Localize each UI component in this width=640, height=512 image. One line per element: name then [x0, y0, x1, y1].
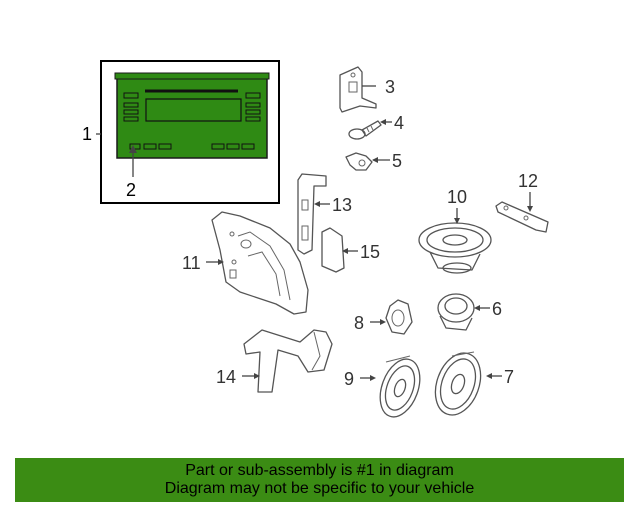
speaker-part-10: 10 — [418, 187, 492, 274]
pad-part-15: 15 — [321, 227, 380, 273]
tweeter-part-8: 8 — [354, 299, 413, 335]
callout-2: 2 — [126, 180, 136, 200]
callout-9: 9 — [344, 369, 354, 389]
bracket-part-12: 12 — [495, 171, 549, 233]
radio-head-unit-group: 1 2 — [82, 60, 280, 204]
callout-1: 1 — [82, 124, 92, 144]
info-banner: Part or sub-assembly is #1 in diagram Di… — [15, 458, 624, 502]
callout-7: 7 — [504, 367, 514, 387]
callout-3: 3 — [385, 77, 395, 97]
duct-part-14: 14 — [216, 329, 333, 393]
speaker-part-7: 7 — [434, 351, 514, 416]
callout-14: 14 — [216, 367, 236, 387]
callout-6: 6 — [492, 299, 502, 319]
callout-10: 10 — [447, 187, 467, 207]
bracket-part-3: 3 — [339, 66, 395, 113]
clip-part-5: 5 — [345, 151, 402, 171]
callout-13: 13 — [332, 195, 352, 215]
banner-line-2: Diagram may not be specific to your vehi… — [164, 480, 475, 497]
callout-15: 15 — [360, 242, 380, 262]
speaker-part-9: 9 — [344, 355, 421, 418]
callout-4: 4 — [394, 113, 404, 133]
banner-line-1: Part or sub-assembly is #1 in diagram — [185, 462, 454, 479]
radio-head-unit[interactable] — [114, 72, 270, 159]
bracket-part-13: 13 — [297, 173, 352, 255]
speaker-part-6: 6 — [437, 293, 502, 331]
callout-5: 5 — [392, 151, 402, 171]
screw-part-4: 4 — [348, 113, 404, 140]
callout-8: 8 — [354, 313, 364, 333]
callout-12: 12 — [518, 171, 538, 191]
callout-11: 11 — [182, 253, 201, 273]
enclosure-part-11: 11 — [182, 211, 309, 315]
